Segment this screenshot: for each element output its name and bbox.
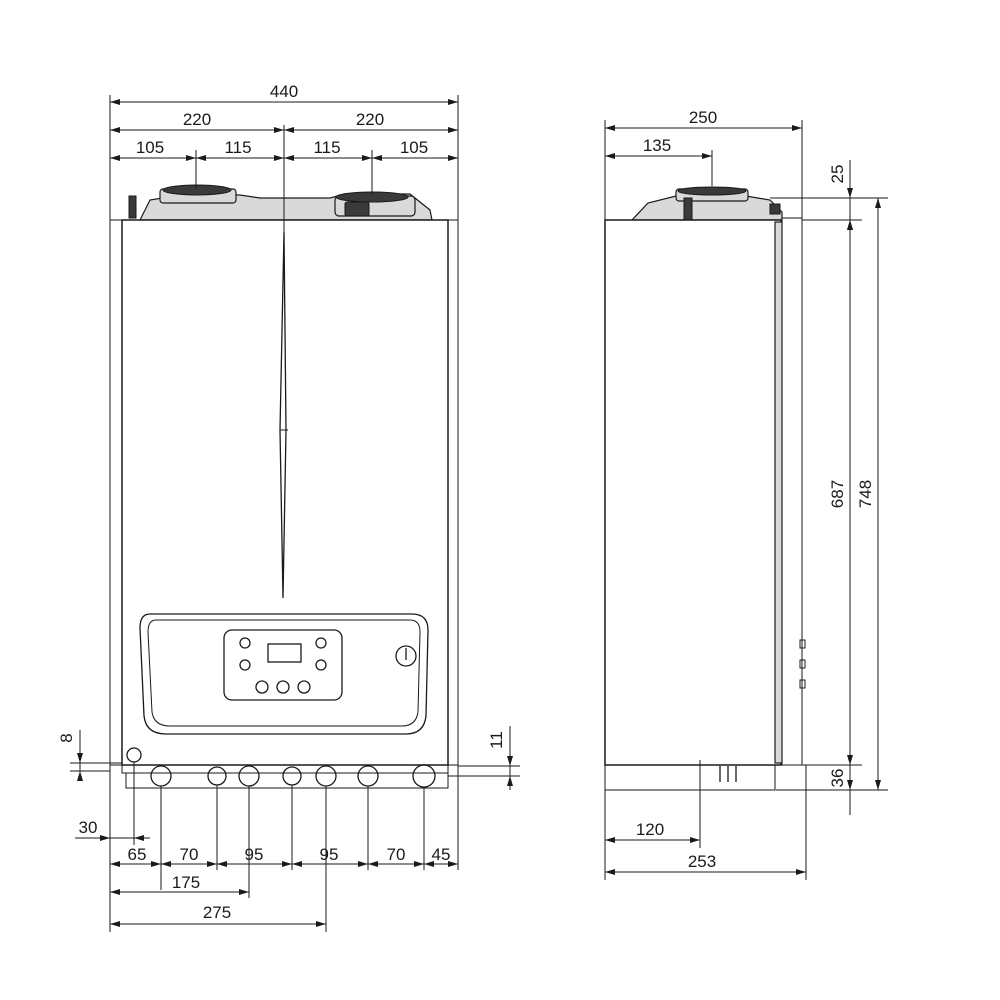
front-bottom-rail: [121, 764, 449, 774]
side-flue-top: [677, 186, 747, 196]
dim-half-left: 220: [183, 110, 211, 129]
dim-flue-offset: 135: [643, 136, 671, 155]
dim-right-offset-small: 11: [487, 731, 506, 749]
dim-bottom-95a: 95: [245, 845, 264, 864]
dim-half-right: 220: [356, 110, 384, 129]
side-valve: [683, 197, 693, 221]
side-wall-bracket: [781, 217, 803, 766]
connection-7: [412, 764, 436, 788]
dim-top-right-inner: 115: [313, 138, 340, 157]
control-knob-3: [297, 680, 311, 694]
dim-top-left-inner: 115: [224, 138, 251, 157]
dim-bottom-70a: 70: [180, 845, 199, 864]
dim-bottom-253: 253: [688, 852, 716, 871]
connection-4: [282, 766, 302, 786]
connection-2: [207, 766, 227, 786]
control-button-tr: [315, 637, 327, 649]
connection-6: [357, 765, 379, 787]
dim-bottom-95b: 95: [320, 845, 339, 864]
dim-bottom-70b: 70: [387, 845, 406, 864]
control-button-tl: [239, 637, 251, 649]
dim-top-25: 25: [828, 165, 847, 184]
control-button-ml: [239, 659, 251, 671]
side-view: 250 135 25 687 748 36 120: [604, 108, 888, 880]
dim-top-right-outer: 105: [400, 138, 428, 157]
dim-depth: 250: [689, 108, 717, 127]
dim-bottom-30: 30: [79, 818, 98, 837]
control-display: [267, 643, 302, 663]
control-knob-2: [276, 680, 290, 694]
dim-total-height: 748: [856, 480, 875, 508]
dim-bottom-45: 45: [432, 845, 451, 864]
side-bottom-cover: [604, 765, 776, 791]
dim-bottom-36: 36: [828, 769, 847, 788]
dim-bottom-120: 120: [636, 820, 664, 839]
side-rear-fitting: [769, 203, 781, 215]
dim-bottom-275: 275: [203, 903, 231, 922]
connection-1: [150, 765, 172, 787]
control-button-mr: [315, 659, 327, 671]
dim-top-left-outer: 105: [136, 138, 164, 157]
dim-body-height: 687: [828, 480, 847, 508]
front-view: 440 220 220 105 115 115 105 8 11 30: [57, 82, 520, 932]
front-center-slot: [279, 231, 287, 599]
side-front-panel: [774, 221, 783, 764]
front-flue-left-top: [162, 184, 232, 196]
front-flue-right-fitting: [344, 201, 370, 217]
dim-bottom-65: 65: [128, 845, 147, 864]
side-casing: [604, 219, 782, 766]
dim-bottom-175: 175: [172, 873, 200, 892]
connection-5: [315, 765, 337, 787]
front-valve-left: [128, 195, 137, 219]
control-knob-1: [255, 680, 269, 694]
control-pressure-gauge: [395, 645, 417, 667]
control-display-surround: [223, 629, 343, 701]
front-connection-box: [125, 773, 449, 789]
connection-3: [238, 765, 260, 787]
dim-left-offset-small: 8: [57, 733, 76, 742]
front-control-panel: [139, 613, 429, 735]
dim-overall-width: 440: [270, 82, 298, 101]
